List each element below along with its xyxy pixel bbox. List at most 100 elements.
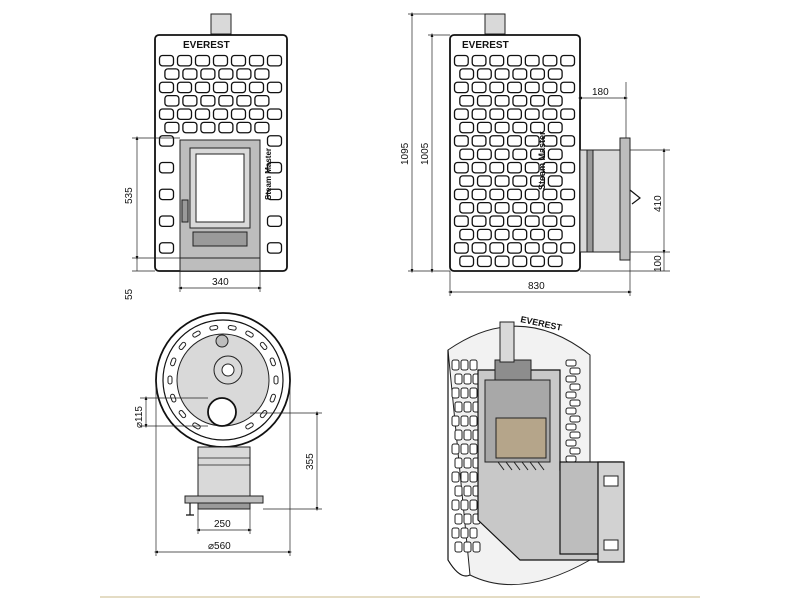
- front-dim-55: 55: [124, 288, 135, 300]
- stone-cell: [489, 188, 505, 201]
- mesh-hole: [565, 439, 577, 447]
- stone-cell: [266, 161, 283, 174]
- cutaway-mesh-edge: [447, 350, 471, 577]
- stone-cell: [476, 68, 492, 80]
- stone-cell: [236, 68, 252, 80]
- top-dim-250: 250: [214, 519, 231, 530]
- cutaway-view: EVEREST: [447, 314, 625, 586]
- stone-cell: [530, 68, 546, 80]
- mesh-hole: [451, 387, 460, 399]
- top-ring-slots: [167, 324, 279, 430]
- stone-cell: [266, 188, 283, 201]
- stone-cell: [266, 54, 283, 67]
- mesh-hole: [460, 415, 469, 427]
- ring-slot: [269, 357, 276, 367]
- top-dim-560: ⌀560: [208, 541, 231, 552]
- side-dim-1095: 1095: [400, 142, 411, 165]
- stone-cell: [459, 121, 475, 134]
- top-dim-355: 355: [305, 453, 316, 470]
- mesh-hole: [565, 423, 577, 431]
- stone-cell: [459, 201, 475, 214]
- mesh-hole: [565, 407, 577, 415]
- mesh-hole: [463, 513, 472, 525]
- stone-cell: [266, 108, 283, 121]
- stone-cell: [158, 81, 175, 94]
- mesh-hole: [460, 443, 469, 455]
- stone-cell: [512, 255, 528, 268]
- cutaway-mesh-holes: [451, 359, 581, 553]
- cutaway-heater-top: [494, 359, 532, 381]
- stone-cell: [200, 121, 216, 134]
- stone-cell: [471, 188, 487, 201]
- stone-cell: [471, 81, 487, 94]
- stone-cell: [453, 188, 469, 201]
- ring-slot: [170, 357, 177, 367]
- stone-cell: [230, 108, 247, 121]
- mesh-hole: [569, 383, 581, 391]
- stone-cell: [471, 108, 487, 121]
- top-stone-cup-inner: [221, 363, 235, 377]
- stone-cell: [476, 94, 492, 107]
- mesh-hole: [565, 391, 577, 399]
- side-side-text: Steam Master: [537, 131, 547, 190]
- mesh-hole: [569, 431, 581, 439]
- stone-cell: [212, 108, 229, 121]
- stone-cell: [494, 228, 510, 241]
- mesh-hole: [454, 541, 463, 553]
- stone-cell: [560, 215, 576, 228]
- stone-cell: [158, 108, 175, 121]
- stone-cell: [506, 215, 523, 228]
- cutaway-firebox: [495, 417, 547, 459]
- ring-slot: [209, 324, 219, 331]
- stone-cell: [524, 188, 540, 201]
- stone-cell: [158, 242, 175, 254]
- stone-cell: [158, 188, 175, 201]
- side-door-handle: [629, 189, 641, 205]
- front-door-handle: [181, 199, 189, 223]
- stone-cell: [182, 121, 198, 134]
- mesh-hole: [469, 387, 478, 399]
- stone-cell: [506, 81, 523, 94]
- side-brand-label: EVEREST: [462, 40, 509, 51]
- stone-cell: [158, 161, 175, 174]
- stone-cell: [524, 108, 540, 121]
- mesh-hole: [451, 471, 460, 483]
- stone-cell: [248, 81, 265, 94]
- stone-cell: [218, 121, 234, 134]
- mesh-hole: [469, 499, 478, 511]
- ring-slot: [192, 330, 201, 338]
- top-water-fitting: [215, 334, 229, 348]
- stone-cell: [542, 188, 558, 201]
- mesh-hole: [469, 471, 478, 483]
- stone-cell: [266, 135, 283, 147]
- ring-slot: [269, 393, 276, 403]
- mesh-hole: [454, 401, 463, 413]
- grate-bar: [505, 461, 513, 471]
- stone-cell: [476, 201, 492, 214]
- stone-cell: [489, 242, 505, 254]
- front-side-text: Steam Master: [264, 148, 273, 200]
- ring-slot: [259, 410, 268, 419]
- stone-cell: [530, 201, 546, 214]
- stone-cell: [530, 228, 546, 241]
- mesh-hole: [569, 399, 581, 407]
- stone-cell: [182, 94, 198, 107]
- stone-cell: [489, 135, 505, 147]
- mesh-hole: [463, 373, 472, 385]
- stone-cell: [512, 121, 528, 134]
- front-brand-label: EVEREST: [183, 40, 230, 51]
- top-view: ⌀115 355 250 ⌀560: [134, 312, 322, 556]
- stone-cell: [494, 255, 510, 268]
- stone-cell: [542, 161, 558, 174]
- mesh-hole: [451, 415, 460, 427]
- grate-bar: [537, 461, 545, 471]
- stone-cell: [453, 108, 469, 121]
- front-door-glass: [195, 153, 245, 223]
- mesh-hole: [460, 499, 469, 511]
- stone-cell: [524, 215, 540, 228]
- side-stone-grid: [453, 54, 576, 268]
- stone-cell: [489, 81, 505, 94]
- mesh-hole: [469, 527, 478, 539]
- mesh-hole: [463, 401, 472, 413]
- stone-cell: [176, 81, 193, 94]
